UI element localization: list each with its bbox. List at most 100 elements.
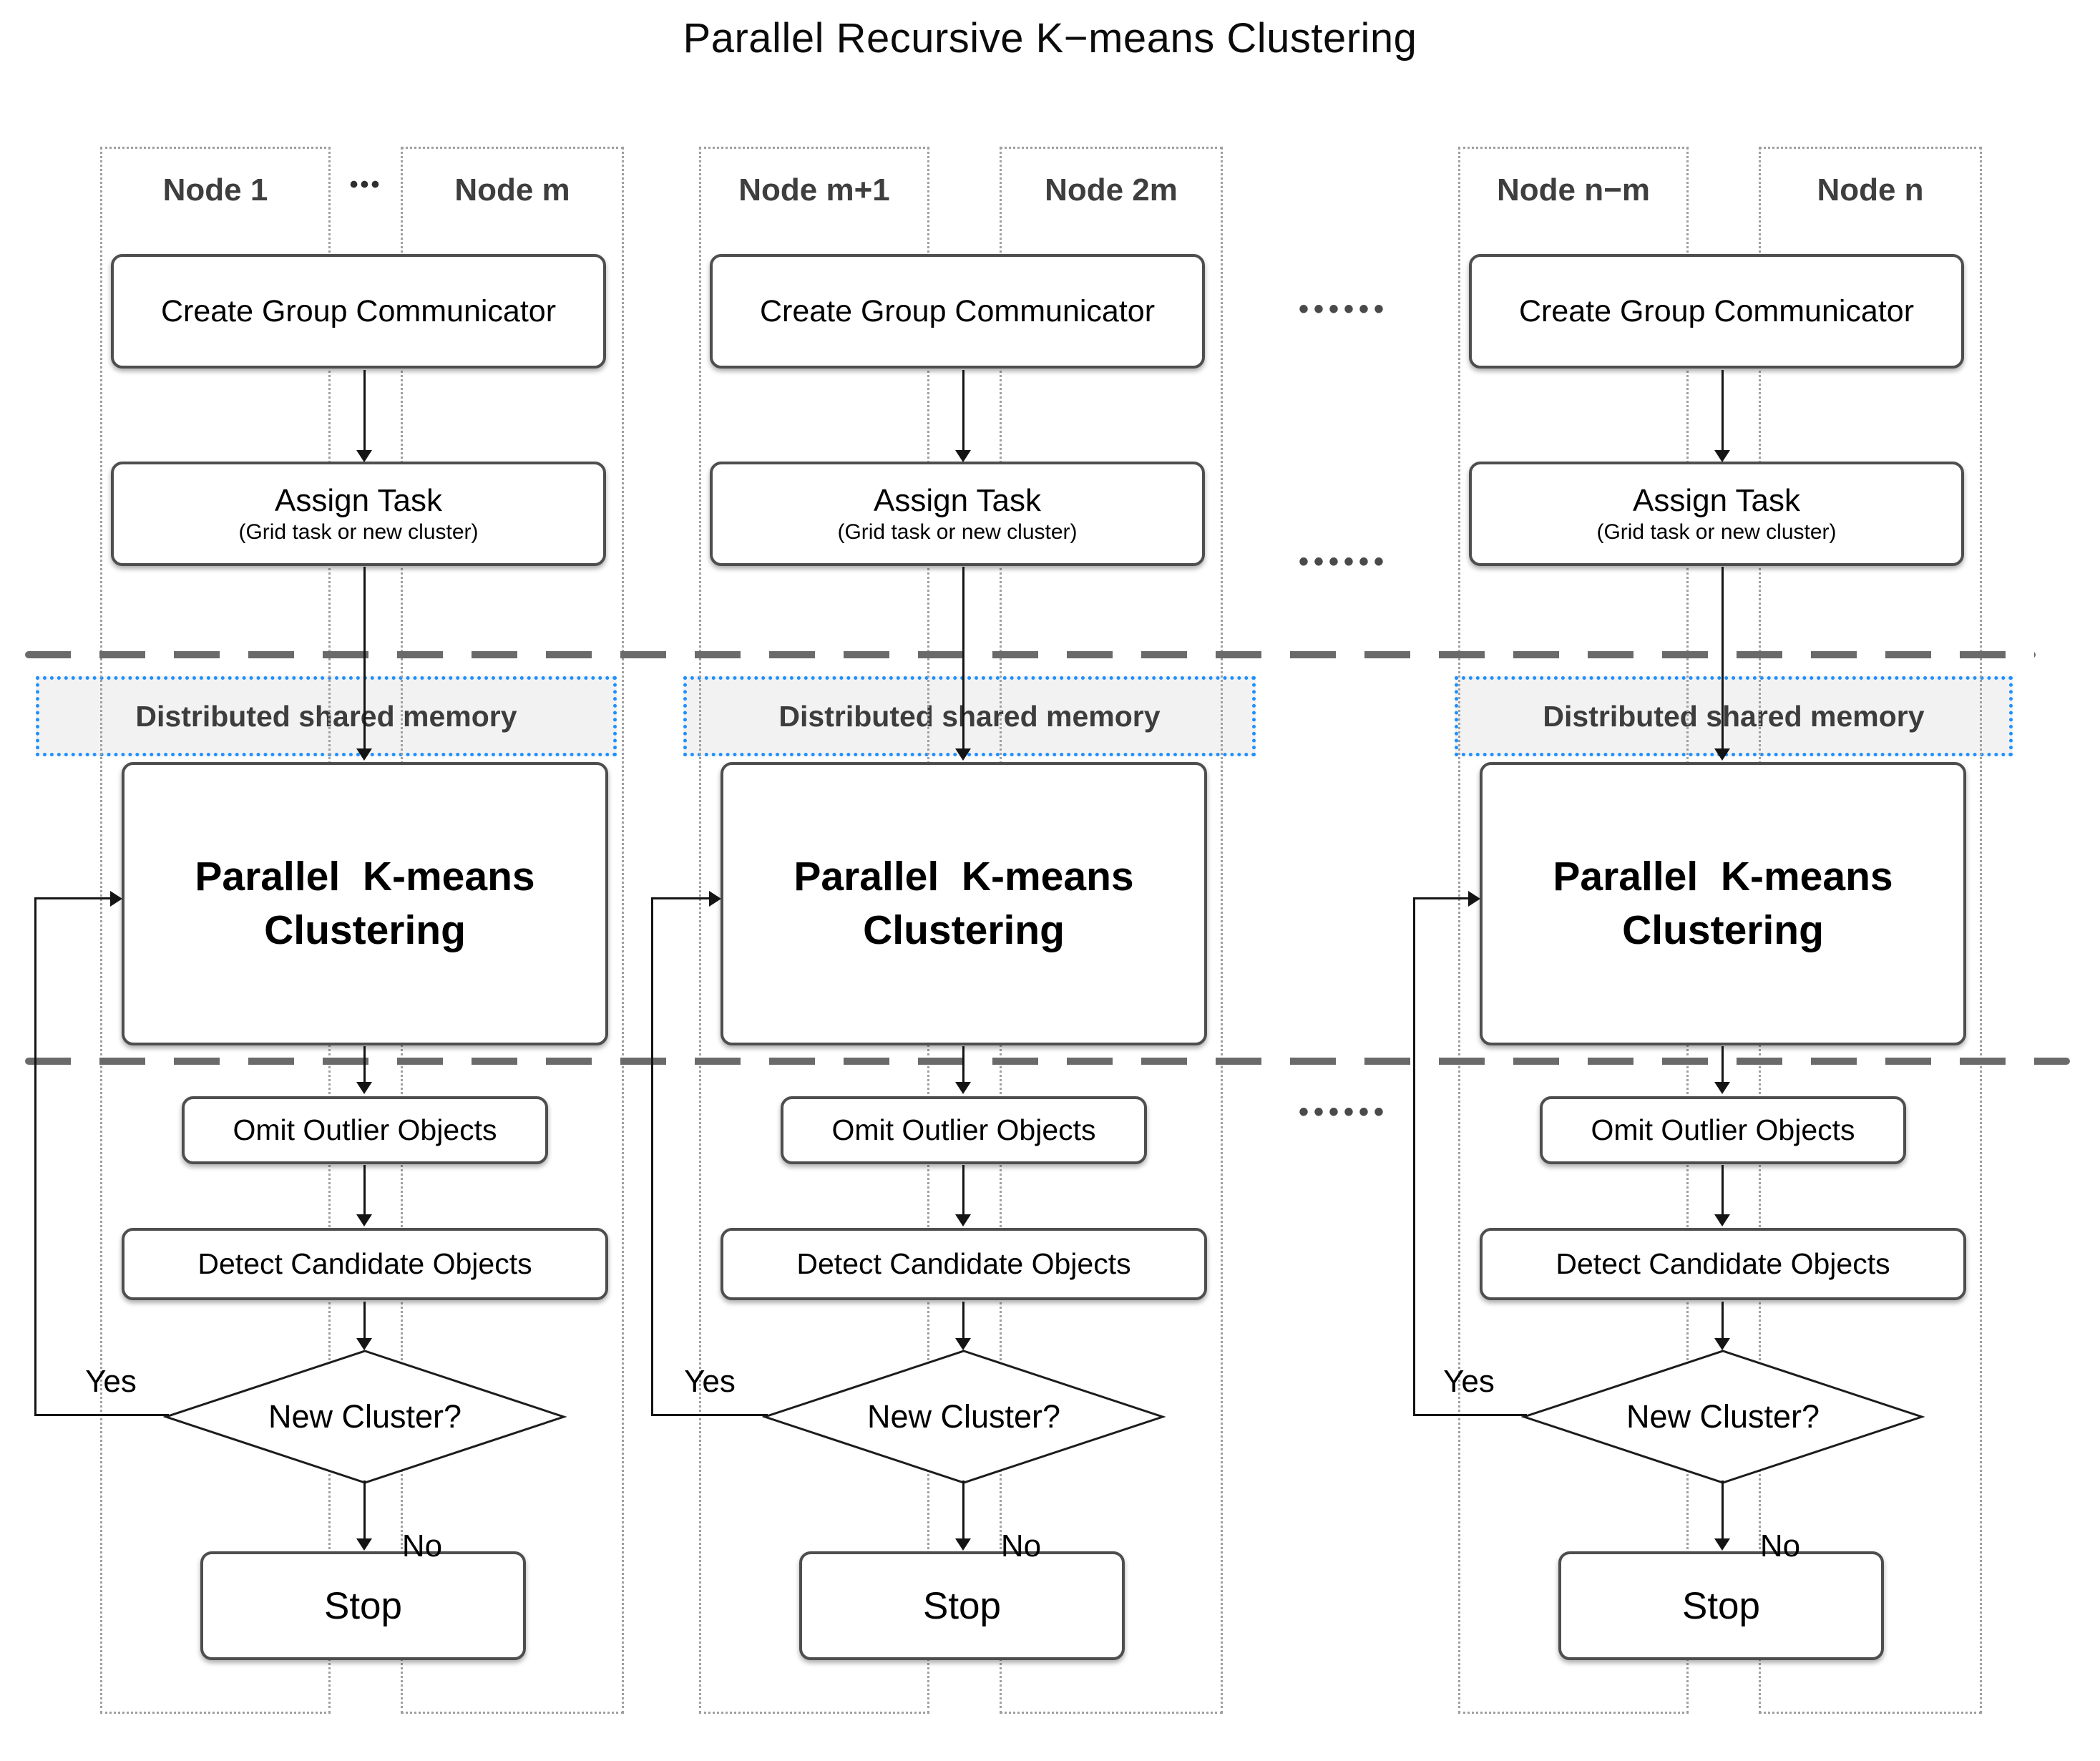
no-branch-label: No xyxy=(1759,1528,1801,1564)
arrow-line xyxy=(962,1165,964,1216)
decision-label: New Cluster? xyxy=(866,1398,1061,1435)
yes-loop-arrow-head-icon xyxy=(709,891,721,907)
arrow-line xyxy=(363,1480,366,1540)
arrow-head-icon xyxy=(955,1338,971,1350)
yes-loop-line-top xyxy=(1413,897,1468,899)
arrow-line xyxy=(1721,567,1724,750)
arrow-head-icon xyxy=(356,450,372,462)
parallel-kmeans-clustering-box: Parallel K-means Clustering xyxy=(122,762,608,1045)
arrow-line xyxy=(1721,1302,1724,1340)
omit-outlier-objects-box: Omit Outlier Objects xyxy=(1540,1096,1906,1164)
distributed-shared-memory-band: Distributed shared memory xyxy=(1455,676,2013,756)
kmeans-title-line2: Clustering xyxy=(264,907,466,953)
node-label-right: Node n xyxy=(1817,172,1924,208)
yes-loop-line-top xyxy=(651,897,709,899)
stop-box: Stop xyxy=(200,1551,526,1660)
arrow-head-icon xyxy=(1714,1214,1730,1226)
arrow-head-icon xyxy=(1714,1538,1730,1551)
arrow-head-icon xyxy=(955,1082,971,1094)
dashed-divider-line-bottom xyxy=(25,1058,2070,1065)
yes-loop-line-vertical xyxy=(1413,898,1415,1416)
detect-candidate-objects-box: Detect Candidate Objects xyxy=(721,1228,1207,1300)
create-group-communicator-box: Create Group Communicator xyxy=(1469,254,1964,369)
node-label-left: Node n−m xyxy=(1497,172,1650,208)
arrow-line xyxy=(962,1302,964,1340)
arrow-line xyxy=(1721,1480,1724,1540)
no-branch-label: No xyxy=(401,1528,443,1564)
assign-task-title: Assign Task xyxy=(275,483,442,518)
decision-label: New Cluster? xyxy=(268,1398,462,1435)
arrow-line xyxy=(1721,1165,1724,1216)
distributed-shared-memory-band: Distributed shared memory xyxy=(36,676,617,756)
stop-box: Stop xyxy=(799,1551,1125,1660)
kmeans-title-line1: Parallel K-means xyxy=(793,853,1134,899)
arrow-head-icon xyxy=(356,1338,372,1350)
omitted-columns-ellipsis-icon: •••••• xyxy=(1298,546,1390,577)
node-group-column-2: Node m+1 Node 2m Create Group Communicat… xyxy=(651,0,1256,1761)
yes-loop-line-top xyxy=(34,897,110,899)
kmeans-title-line2: Clustering xyxy=(863,907,1065,953)
arrow-head-icon xyxy=(955,1538,971,1551)
arrow-line xyxy=(363,1046,366,1083)
arrow-line xyxy=(363,370,366,452)
dashed-divider-line-top xyxy=(25,651,2036,658)
yes-loop-line-vertical xyxy=(34,898,36,1416)
arrow-line xyxy=(363,1165,366,1216)
arrow-line xyxy=(962,370,964,452)
yes-loop-line-bottom xyxy=(1413,1414,1527,1416)
arrow-head-icon xyxy=(1714,1082,1730,1094)
parallel-kmeans-clustering-box: Parallel K-means Clustering xyxy=(1480,762,1966,1045)
node-group-column-1: Node 1 Node m ••• Create Group Communica… xyxy=(34,0,630,1761)
omit-outlier-objects-box: Omit Outlier Objects xyxy=(781,1096,1147,1164)
kmeans-title-line1: Parallel K-means xyxy=(1553,853,1893,899)
assign-task-subtitle: (Grid task or new cluster) xyxy=(1596,520,1837,544)
detect-candidate-objects-box: Detect Candidate Objects xyxy=(122,1228,608,1300)
arrow-line xyxy=(1721,1046,1724,1083)
yes-loop-line-bottom xyxy=(34,1414,169,1416)
kmeans-title-line1: Parallel K-means xyxy=(195,853,535,899)
arrow-line xyxy=(363,1302,366,1340)
arrow-head-icon xyxy=(1714,450,1730,462)
yes-branch-label: Yes xyxy=(1443,1364,1495,1399)
assign-task-subtitle: (Grid task or new cluster) xyxy=(238,520,479,544)
yes-loop-arrow-head-icon xyxy=(1468,891,1480,907)
create-group-communicator-box: Create Group Communicator xyxy=(710,254,1205,369)
create-group-communicator-box: Create Group Communicator xyxy=(111,254,606,369)
node-label-left: Node 1 xyxy=(162,172,268,208)
omitted-columns-ellipsis-icon: •••••• xyxy=(1298,293,1390,325)
omitted-columns-ellipsis-icon: •••••• xyxy=(1298,1096,1390,1128)
arrow-head-icon xyxy=(356,1538,372,1551)
arrow-line xyxy=(962,1046,964,1083)
assign-task-title: Assign Task xyxy=(874,483,1041,518)
assign-task-box: Assign Task (Grid task or new cluster) xyxy=(111,462,606,566)
assign-task-box: Assign Task (Grid task or new cluster) xyxy=(1469,462,1964,566)
arrow-head-icon xyxy=(356,1214,372,1226)
no-branch-label: No xyxy=(1000,1528,1042,1564)
arrow-line xyxy=(363,567,366,750)
arrow-head-icon xyxy=(955,450,971,462)
arrow-line xyxy=(1721,370,1724,452)
intra-group-ellipsis-icon: ••• xyxy=(349,171,382,198)
arrow-line xyxy=(962,1480,964,1540)
decision-label: New Cluster? xyxy=(1626,1398,1820,1435)
yes-loop-line-bottom xyxy=(651,1414,768,1416)
yes-loop-line-vertical xyxy=(651,898,653,1416)
omit-outlier-objects-box: Omit Outlier Objects xyxy=(182,1096,548,1164)
parallel-kmeans-clustering-box: Parallel K-means Clustering xyxy=(721,762,1207,1045)
yes-branch-label: Yes xyxy=(684,1364,736,1399)
diagram-title: Parallel Recursive K−means Clustering xyxy=(683,15,1417,62)
detect-candidate-objects-box: Detect Candidate Objects xyxy=(1480,1228,1966,1300)
arrow-head-icon xyxy=(955,748,971,761)
yes-branch-label: Yes xyxy=(85,1364,137,1399)
node-group-column-3: Node n−m Node n Create Group Communicato… xyxy=(1413,0,2013,1761)
node-label-right: Node 2m xyxy=(1045,172,1178,208)
arrow-head-icon xyxy=(955,1214,971,1226)
assign-task-title: Assign Task xyxy=(1633,483,1800,518)
arrow-head-icon xyxy=(1714,748,1730,761)
assign-task-box: Assign Task (Grid task or new cluster) xyxy=(710,462,1205,566)
kmeans-title-line2: Clustering xyxy=(1622,907,1824,953)
node-label-left: Node m+1 xyxy=(738,172,890,208)
arrow-head-icon xyxy=(356,748,372,761)
assign-task-subtitle: (Grid task or new cluster) xyxy=(837,520,1078,544)
